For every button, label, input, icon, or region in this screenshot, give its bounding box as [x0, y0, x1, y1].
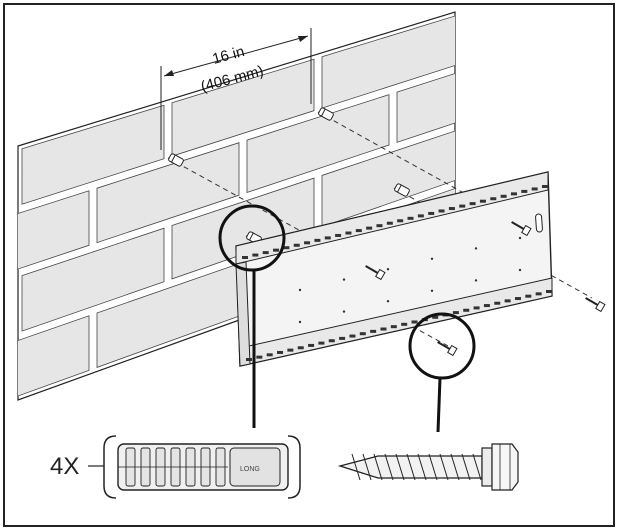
anchor-detail-circle: [218, 204, 286, 272]
wall-anchor-icon: [318, 107, 334, 121]
lag-screw-icon: [437, 341, 458, 357]
brick: [547, 107, 620, 205]
screws: [365, 221, 606, 357]
wall-anchors: [168, 107, 410, 245]
brick: [18, 315, 90, 400]
lag-screw-icon: [365, 265, 386, 281]
brick: [0, 278, 14, 383]
lag-screw-icon: [337, 443, 519, 491]
detail-callouts: [218, 204, 476, 433]
dimension-imperial: 16 in: [210, 43, 246, 68]
brick: [321, 127, 455, 228]
brick: [321, 12, 455, 109]
lag-screw-icon: [511, 221, 532, 237]
brick-wall: [0, 0, 620, 401]
brick: [21, 227, 165, 332]
brick: [472, 78, 614, 175]
brick: [246, 94, 390, 194]
mounting-plate: [235, 171, 553, 367]
anchor-quantity: 4X: [50, 453, 79, 480]
wall-anchor-icon: [168, 153, 184, 167]
screw-detail-circle: [408, 312, 476, 380]
brick: [547, 0, 620, 92]
brick: [472, 0, 614, 60]
wall-anchor-icon: [394, 183, 410, 197]
brick: [18, 190, 90, 294]
brick: [0, 151, 14, 252]
brick: [21, 104, 165, 205]
lag-screw-icon: [585, 297, 606, 313]
brick: [171, 58, 315, 157]
brick: [96, 142, 240, 244]
anchor-label: LONG: [240, 466, 260, 473]
wall-anchor-icon: LONG: [117, 443, 289, 491]
brick: [396, 46, 455, 143]
quantity-callout: 4X: [50, 435, 301, 499]
